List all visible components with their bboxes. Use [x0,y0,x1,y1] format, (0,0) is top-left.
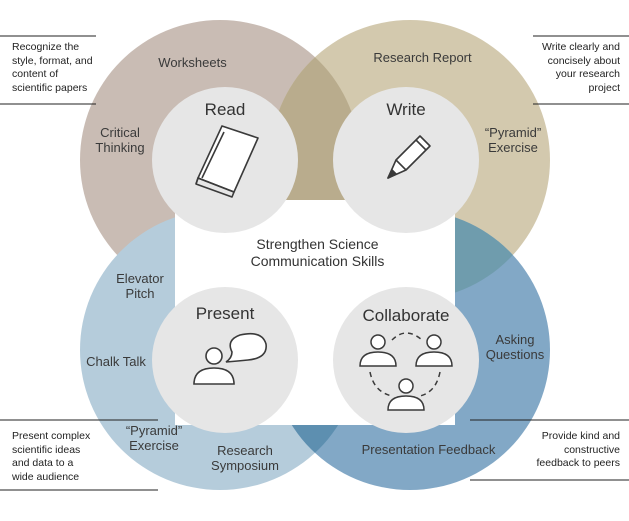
note-bottom-left: Present complex scientific ideas and dat… [12,430,91,483]
write-title: Write [386,100,426,119]
speaker-with-speech-bubble-icon [193,332,267,385]
center-title: Strengthen Science Communication Skills [230,236,405,270]
center-title-line-1: Strengthen Science [256,236,379,252]
present-item-pyramid-exercise: “Pyramid” Exercise [125,423,183,453]
present-item-research-symposium: Research Symposium [211,443,279,473]
book-icon [195,125,259,198]
read-item-critical-thinking: Critical Thinking [95,125,145,155]
write-item-pyramid-exercise: “Pyramid” Exercise [484,125,542,155]
read-item-worksheets: Worksheets [158,55,227,70]
present-inner-circle [152,287,298,433]
collaborate-item-presentation-feedback: Presentation Feedback [361,442,496,457]
pencil-icon [387,135,431,179]
note-top-right: Write clearly and concisely about your r… [541,41,620,94]
collaborate-inner-circle [333,287,479,433]
note-lines [0,35,629,491]
note-top-left: Recognize the style, format, and content… [12,41,93,94]
group-network-icon [359,332,453,411]
read-title: Read [204,100,246,119]
write-item-research-report: Research Report [373,50,472,65]
center-title-line-2: Communication Skills [250,252,385,269]
present-title: Present [195,304,255,323]
collaborate-title: Collaborate [362,306,450,325]
note-bottom-right: Provide kind and constructive feedback t… [536,430,620,470]
present-item-elevator-pitch: Elevator Pitch [116,271,164,301]
present-item-chalk-talk: Chalk Talk [86,354,146,369]
collaborate-item-asking-questions: Asking Questions [485,332,545,362]
